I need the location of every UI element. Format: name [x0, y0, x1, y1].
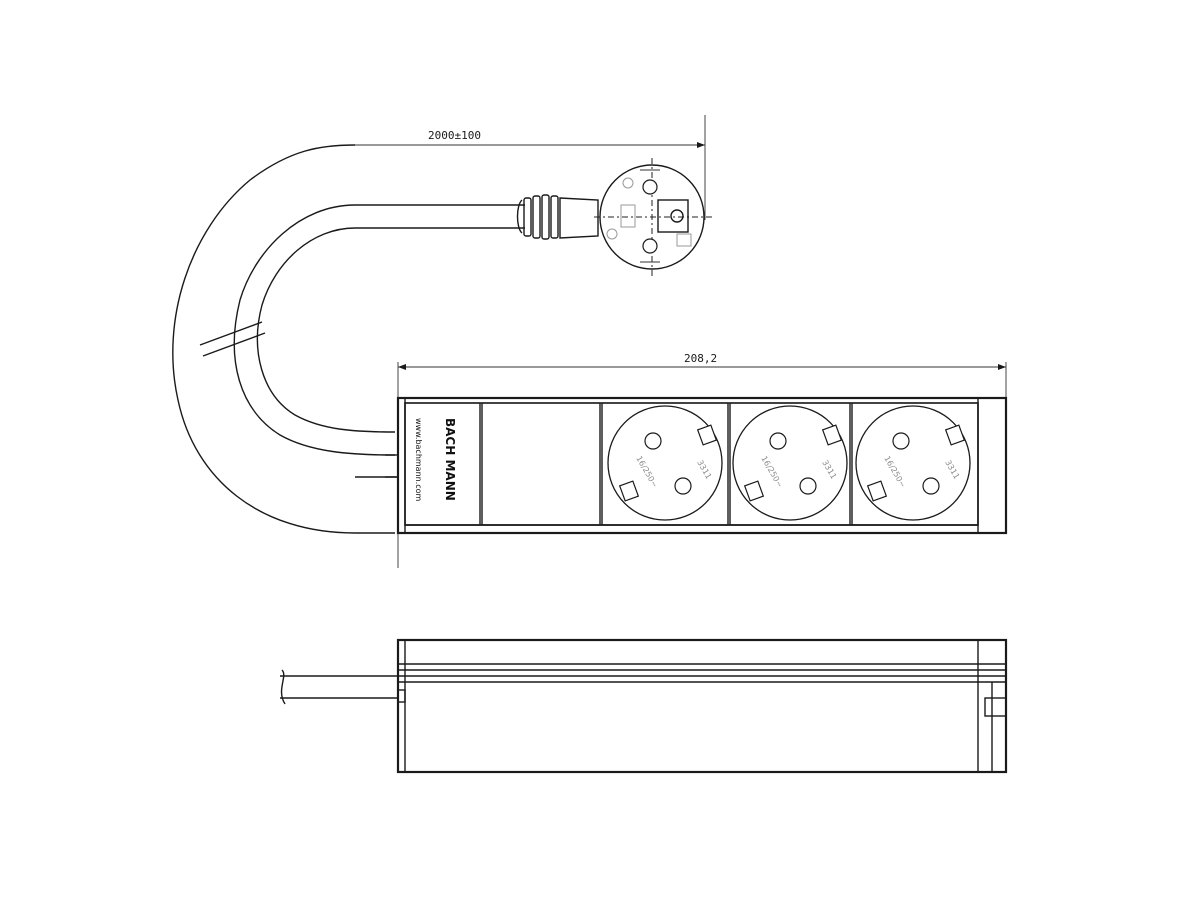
brand-module: BACH MANN www.bachmann.com — [404, 402, 481, 526]
socket-2: 16/250~ 3311 — [729, 402, 851, 526]
schuko-plug — [516, 158, 712, 278]
socket-1: 16/250~ 3311 — [601, 402, 729, 526]
socket-3: 16/250~ 3311 — [851, 402, 979, 526]
brand-url: www.bachmann.com — [414, 418, 423, 502]
blank-module — [481, 402, 601, 526]
break-mark — [202, 332, 266, 357]
cable-length-dimension: 2000±100 — [355, 115, 706, 220]
cable-length-label: 2000±100 — [428, 129, 481, 142]
power-strip-side-view — [280, 638, 1008, 774]
brand-logo-text: BACH MANN — [443, 418, 457, 501]
cable-top-view — [172, 144, 525, 534]
break-mark — [199, 321, 263, 346]
power-strip-top-view: 208,2 BACH MANN www.bachmann.com — [355, 352, 1008, 568]
strip-length-label: 208,2 — [684, 352, 717, 365]
